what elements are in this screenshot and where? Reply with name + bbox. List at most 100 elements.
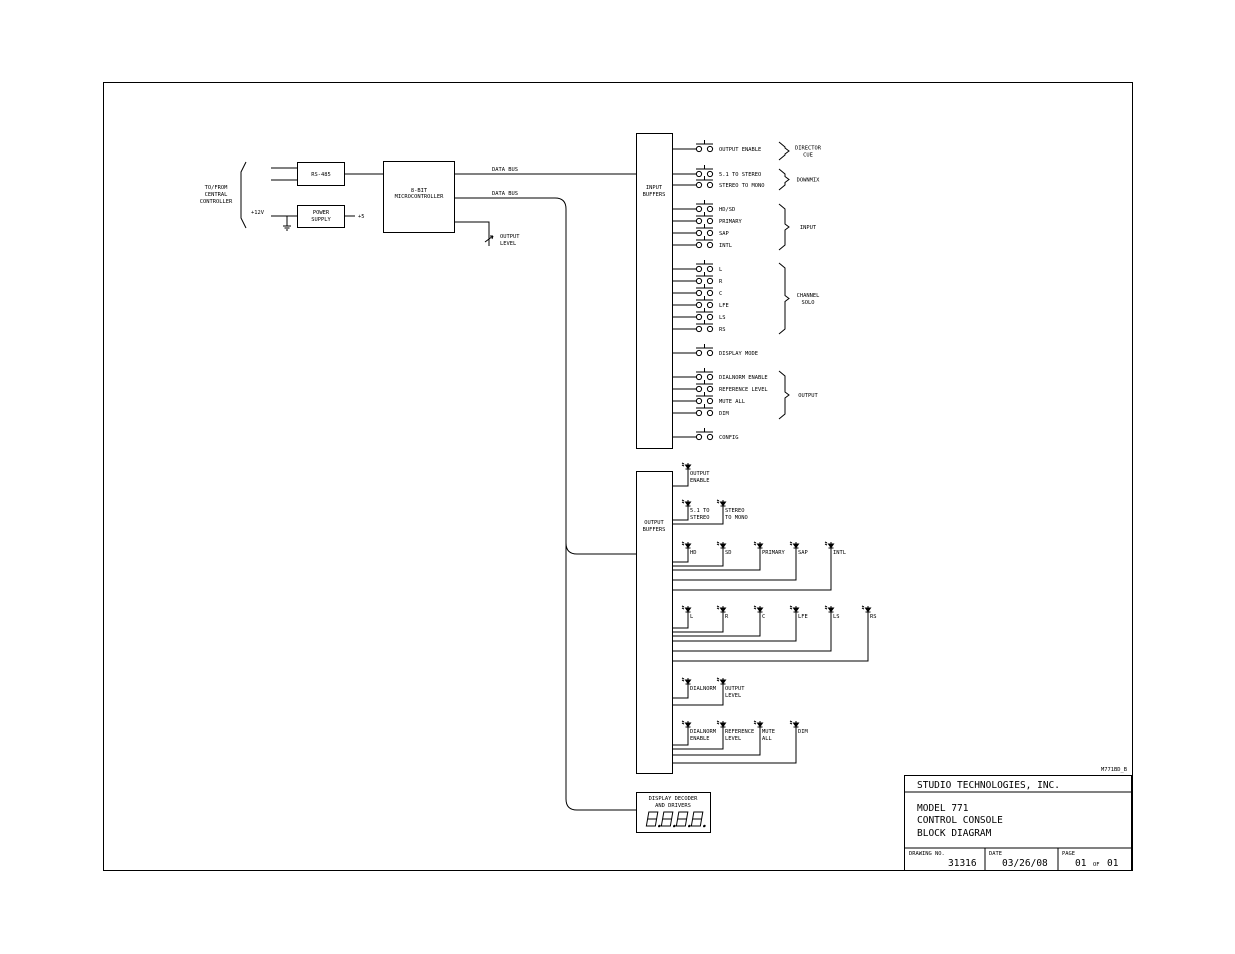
switch-primary: PRIMARY [673, 212, 742, 225]
switch-label-c: C [719, 291, 722, 297]
digit-2 [660, 811, 676, 828]
switch-label-dim: DIM [719, 411, 729, 417]
microcontroller-block: 8-BIT MICROCONTROLLER [383, 161, 455, 233]
led-label-5-1-to-stereo-1: STEREO [690, 515, 709, 521]
input-buffers-label-2: BUFFERS [643, 192, 666, 198]
led-dim: DIM [789, 720, 808, 735]
brace-output: OUTPUT [778, 370, 818, 420]
power-supply-label-1: POWER [313, 210, 330, 216]
switch-label-dialnorm-enable: DIALNORM ENABLE [719, 375, 768, 381]
group-label-input-0: INPUT [800, 225, 817, 231]
switch-lfe: LFE [673, 296, 729, 309]
seven-segment-display [645, 811, 706, 828]
rs485-label: RS-485 [311, 172, 330, 178]
led-l: L [681, 605, 693, 620]
led-label-r-0: R [725, 614, 729, 620]
led-label-sd-0: SD [725, 550, 732, 556]
switch-label-intl: INTL [719, 243, 732, 249]
output-level-potentiometer: OUTPUT LEVEL [455, 221, 520, 247]
led-label-output-level-1: LEVEL [725, 693, 741, 699]
input-buffers-block: INPUT BUFFERS [636, 133, 673, 449]
switch-label-config: CONFIG [719, 435, 738, 441]
title-line-3: BLOCK DIAGRAM [917, 828, 992, 839]
led-ls: LS [824, 605, 840, 620]
led-label-stereo-to-mono-0: STEREO [725, 508, 744, 514]
led-label-mute-all-0: MUTE [762, 729, 775, 735]
led-label-dim-0: DIM [798, 729, 808, 735]
led-label-reference-level-1: LEVEL [725, 736, 741, 742]
switch-sap: SAP [673, 224, 729, 237]
digit-3 [675, 811, 691, 828]
switch-label-sap: SAP [719, 231, 729, 237]
digit-1 [645, 811, 661, 828]
led-label-dialnorm-0: DIALNORM [690, 686, 717, 692]
power-supply-label-2: SUPPLY [311, 217, 331, 223]
switch-r: R [673, 272, 723, 285]
group-label-director-cue-1: CUE [803, 153, 813, 159]
controller-label-2: CENTRAL [205, 192, 228, 198]
controller-label-3: CONTROLLER [200, 199, 233, 205]
switch-config: CONFIG [673, 428, 738, 441]
led-rs: RS [861, 605, 877, 620]
led-dialnorm: DIALNORM [681, 677, 717, 692]
led-label-output-level-0: OUTPUT [725, 686, 745, 692]
led-label-output-enable-0: OUTPUT [690, 471, 710, 477]
led-label-5-1-to-stereo-0: 5.1 TO [690, 508, 709, 514]
switch-dialnorm-enable: DIALNORM ENABLE [673, 368, 768, 381]
led-intl: INTL [824, 541, 846, 556]
page-value: 01 [1075, 858, 1087, 869]
group-label-output-0: OUTPUT [798, 393, 818, 399]
brace-downmix: DOWNMIX [778, 168, 820, 191]
page-of-label: OF [1093, 862, 1100, 868]
group-label-channel-solo-0: CHANNEL [797, 293, 820, 299]
led-label-mute-all-1: ALL [762, 736, 772, 742]
led-label-output-enable-1: ENABLE [690, 478, 709, 484]
data-bus-2-label: DATA BUS [492, 191, 518, 197]
power-supply-block: POWER SUPPLY +5 [297, 205, 365, 228]
group-label-channel-solo-1: SOLO [802, 300, 815, 306]
led-label-reference-level-0: REFERENCE [725, 729, 754, 735]
output-buffers-block: OUTPUT BUFFERS [636, 471, 673, 774]
switch-label-reference-level: REFERENCE LEVEL [719, 387, 768, 393]
led-label-primary-0: PRIMARY [762, 550, 785, 556]
led-label-dialnorm-enable-0: DIALNORM [690, 729, 717, 735]
switch-label-l: L [719, 267, 722, 273]
led-sap: SAP [789, 541, 808, 556]
plus12v-label: +12V [251, 210, 265, 216]
led-c: C [753, 605, 765, 620]
switch-intl: INTL [673, 236, 732, 249]
switch-c: C [673, 284, 722, 297]
data-bus-1-label: DATA BUS [492, 167, 518, 173]
switch-dim: DIM [673, 404, 729, 417]
switch-label-display-mode: DISPLAY MODE [719, 351, 758, 357]
digit-4 [690, 811, 706, 828]
rs485-block: RS-485 [297, 162, 345, 186]
led-primary: PRIMARY [753, 541, 785, 556]
led-label-hd-0: HD [690, 550, 697, 556]
switch-reference-level: REFERENCE LEVEL [673, 380, 768, 393]
switch-mute-all: MUTE ALL [673, 392, 745, 405]
company-name: STUDIO TECHNOLOGIES, INC. [917, 780, 1060, 791]
switch-label-r: R [719, 279, 723, 285]
output-buffers-label-2: BUFFERS [643, 527, 666, 533]
revision-label: M771BD_B [1101, 767, 1127, 773]
switch-label-output-enable: OUTPUT ENABLE [719, 147, 761, 153]
led-label-dialnorm-enable-1: ENABLE [690, 736, 709, 742]
led-label-stereo-to-mono-1: TO MONO [725, 515, 748, 521]
drawing-no-value: 31316 [948, 858, 977, 869]
group-label-downmix-0: DOWNMIX [797, 178, 820, 184]
switch-output-enable: OUTPUT ENABLE [673, 140, 761, 153]
switch-display-mode: DISPLAY MODE [673, 344, 758, 357]
output-level-label-1: OUTPUT [500, 234, 520, 240]
